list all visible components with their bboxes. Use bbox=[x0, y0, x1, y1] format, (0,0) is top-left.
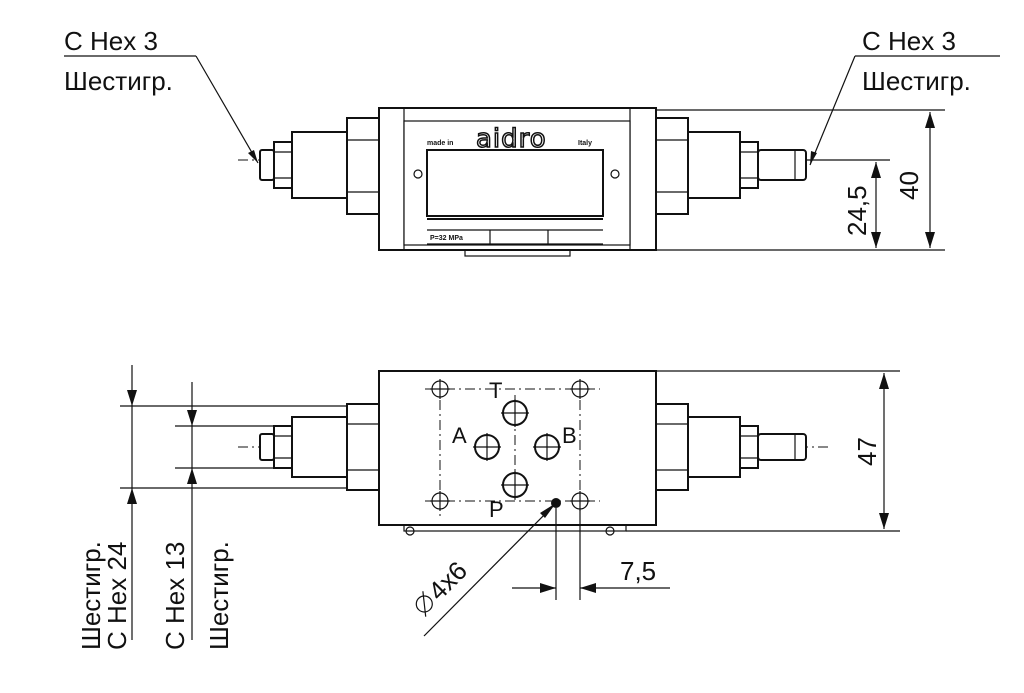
right-adjust-body bbox=[687, 131, 741, 199]
left-adjust-body bbox=[291, 131, 348, 199]
hex24-label: C Hex 24 bbox=[102, 542, 132, 650]
left-hex24-nut bbox=[346, 117, 380, 215]
left-adjust-screw bbox=[259, 149, 275, 181]
front-right-hex13-nut bbox=[739, 425, 759, 469]
front-left-hex13-nut bbox=[273, 425, 293, 469]
diameter-symbol-icon bbox=[415, 595, 433, 613]
right-hex13-nut bbox=[739, 141, 759, 189]
port-a bbox=[473, 433, 501, 461]
dim-7-5-text: 7,5 bbox=[620, 556, 656, 586]
front-view: T A B P 47 7,5 bbox=[76, 365, 900, 650]
port-p bbox=[501, 471, 529, 499]
port-t bbox=[501, 399, 529, 427]
hole-note: 4x6 bbox=[415, 555, 473, 617]
dim-24-5-text: 24,5 bbox=[842, 185, 872, 236]
front-left-hex24-nut bbox=[346, 403, 380, 491]
nameplate-window bbox=[426, 149, 604, 217]
port-b bbox=[533, 433, 561, 461]
port-t-label: T bbox=[489, 378, 502, 403]
nameplate-made-in: made in bbox=[427, 140, 453, 147]
dim-40-text: 40 bbox=[894, 171, 924, 200]
hex13-label-ru: Шестигр. bbox=[204, 541, 234, 650]
top-base-plate bbox=[464, 249, 571, 257]
right-adjust-screw bbox=[757, 149, 807, 181]
front-base-plate bbox=[403, 524, 627, 532]
nameplate: made in aidro Italy P=32 MPa bbox=[403, 120, 631, 246]
front-right-adjust-body bbox=[687, 416, 741, 478]
right-callout-hex-ru: Шестигр. bbox=[862, 66, 971, 96]
nameplate-rivet-left bbox=[413, 169, 423, 179]
nameplate-country: Italy bbox=[578, 140, 592, 147]
nameplate-rivet-right bbox=[610, 169, 620, 179]
nameplate-pressure: P=32 MPa bbox=[430, 235, 463, 242]
right-callout-hex: C Hex 3 bbox=[862, 26, 956, 56]
hex24-label-ru: Шестигр. bbox=[76, 541, 106, 650]
port-b-label: B bbox=[562, 423, 577, 448]
left-hex13-nut bbox=[273, 141, 293, 189]
right-hex24-nut bbox=[655, 117, 689, 215]
front-left-adjust-body bbox=[291, 416, 348, 478]
front-left-adjust-screw bbox=[259, 433, 275, 461]
front-right-adjust-screw bbox=[757, 433, 807, 461]
port-a-label: A bbox=[452, 423, 467, 448]
hex13-label: C Hex 13 bbox=[160, 542, 190, 650]
left-callout-leader bbox=[195, 55, 259, 164]
top-view: made in aidro Italy P=32 MPa C Hex 3 Шес… bbox=[64, 26, 1000, 257]
left-callout-hex: C Hex 3 bbox=[64, 26, 158, 56]
mounting-holes bbox=[430, 379, 590, 511]
front-valve-body bbox=[378, 370, 657, 526]
dim-47-text: 47 bbox=[852, 437, 882, 466]
port-p-label: P bbox=[489, 497, 504, 522]
left-callout-hex-ru: Шестигр. bbox=[64, 66, 173, 96]
front-right-hex24-nut bbox=[655, 403, 689, 491]
hole-note-leader bbox=[423, 502, 557, 637]
